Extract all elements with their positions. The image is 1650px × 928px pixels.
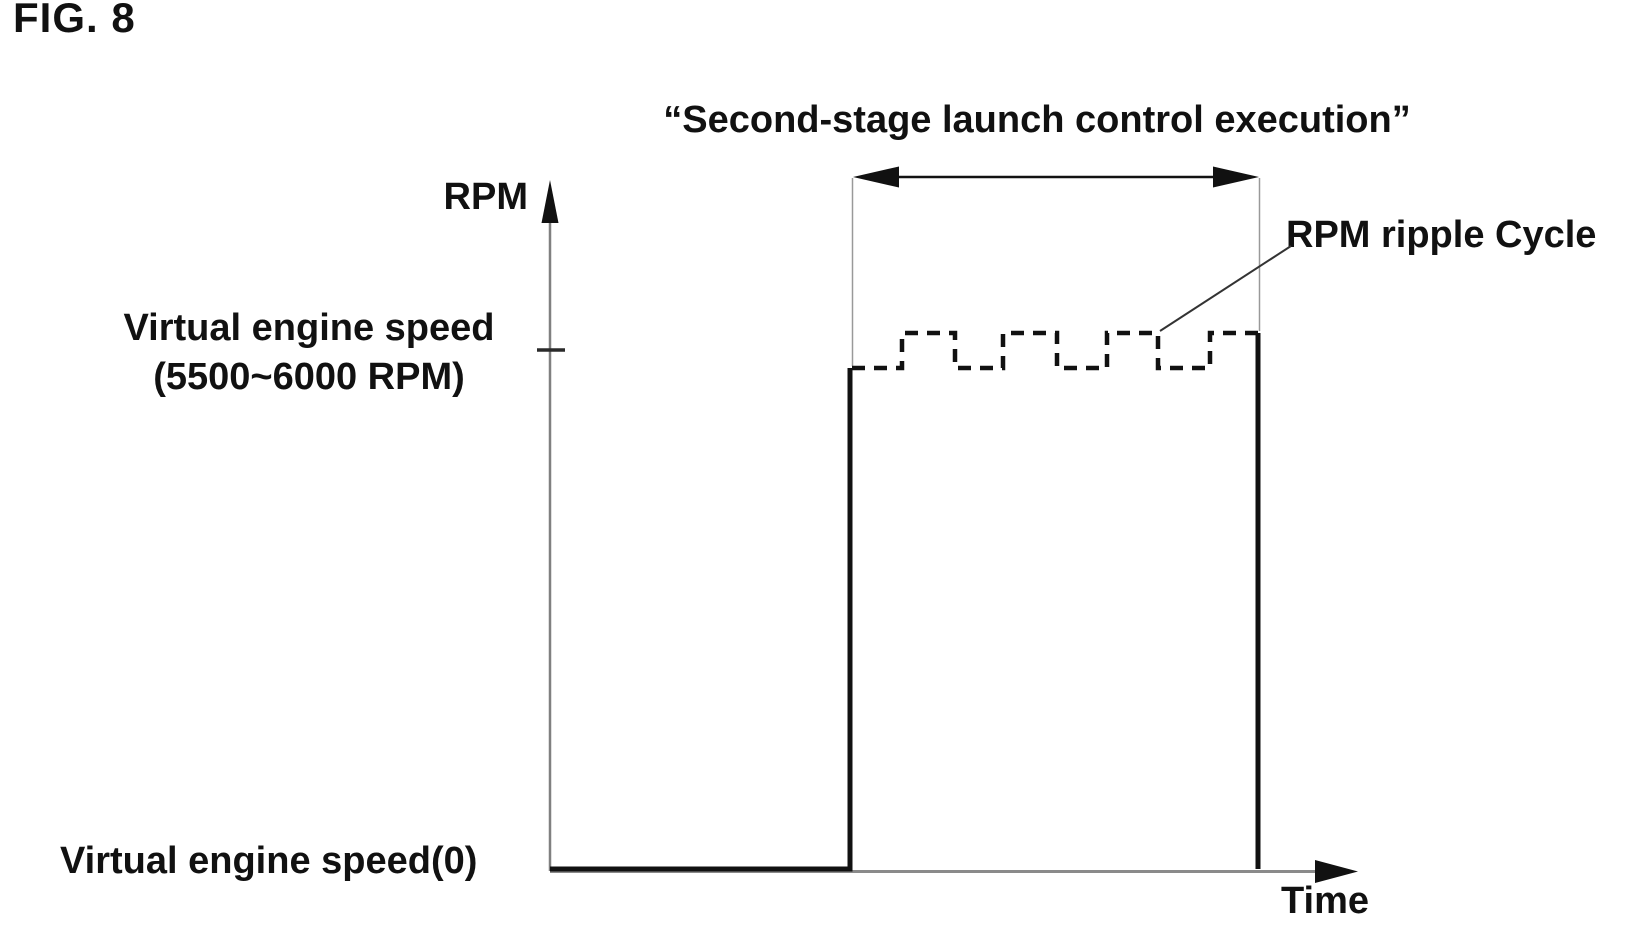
figure-title: “Second-stage launch control execution” [663,99,1411,141]
high-level-label-line1: Virtual engine speed [123,307,495,349]
figure-label: FIG. 8 [13,0,136,41]
y-axis-arrowhead-icon [541,180,559,223]
y-axis-label: RPM [443,176,528,218]
ripple-leader-line [1159,245,1292,332]
x-axis-arrowhead-icon [1315,860,1358,883]
high-level-label: Virtual engine speed (5500~6000 RPM) [95,304,523,403]
window-span-arrowhead-right-icon [1213,166,1259,188]
high-level-label-line2: (5500~6000 RPM) [153,356,465,399]
signal-baseline-and-rise [550,368,853,872]
ripple-cycle-label: RPM ripple Cycle [1286,214,1597,256]
window-span-arrowhead-left-icon [853,166,899,188]
signal-ripple-dashed [852,330,1258,371]
zero-level-label: Virtual engine speed(0) [60,840,478,882]
x-axis-label: Time [1281,880,1370,922]
